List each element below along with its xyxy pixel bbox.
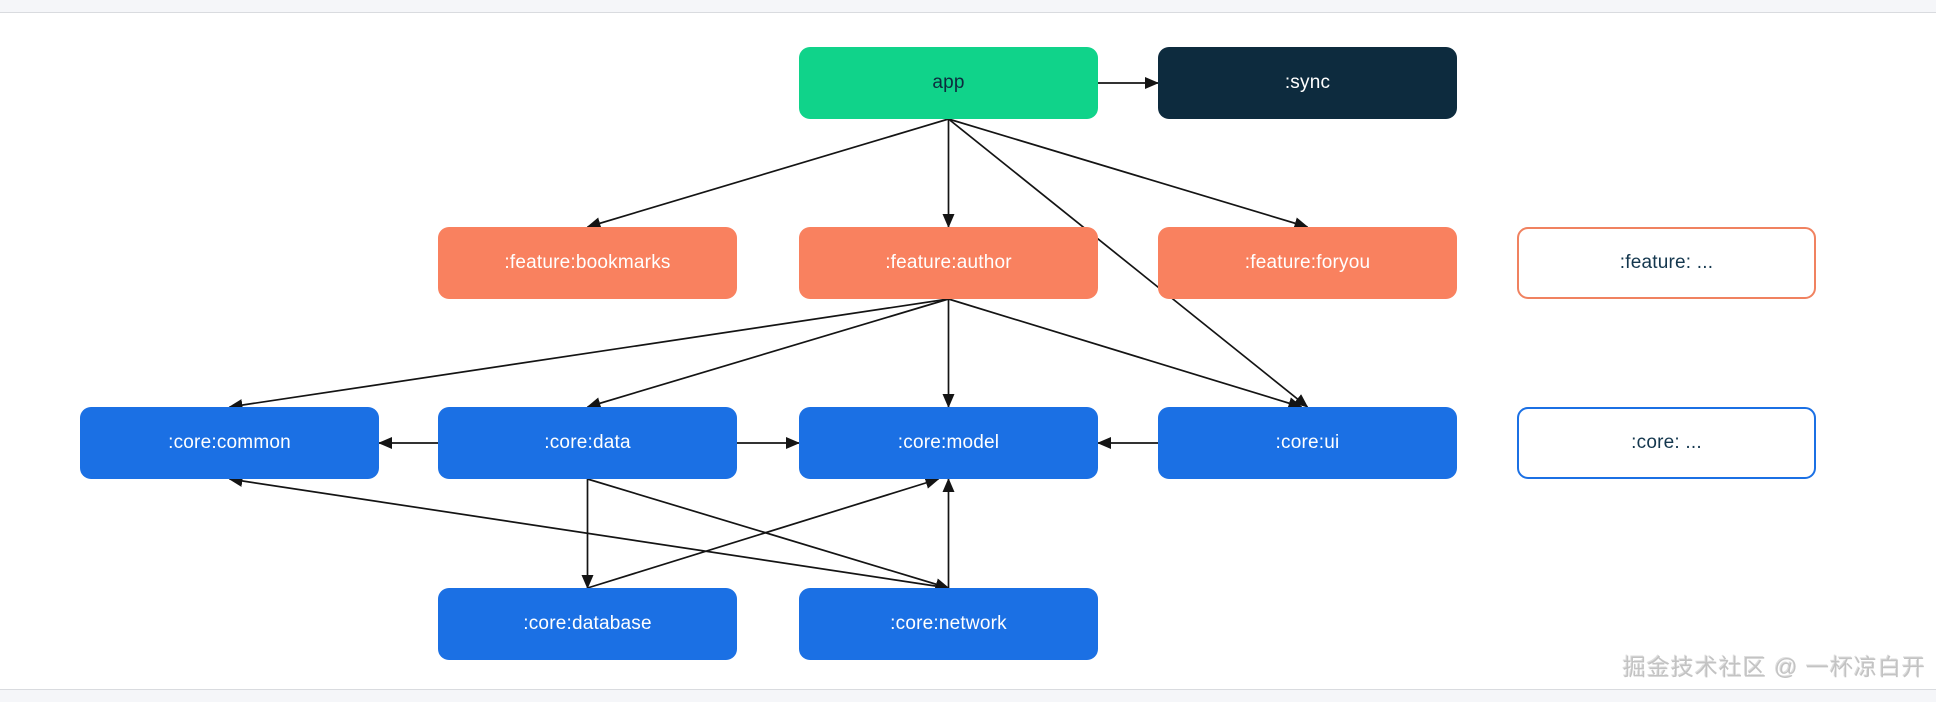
edge-feature_author-to-core_data <box>586 298 949 410</box>
node-app-label: app <box>932 72 965 93</box>
node-feature-more: :feature: ... <box>1517 227 1816 299</box>
node-feature-foryou-label: :feature:foryou <box>1244 252 1371 273</box>
node-core-data: :core:data <box>438 407 737 479</box>
watermark: 掘金技术社区 @ 一杯凉白开 <box>1622 654 1926 680</box>
node-core-ui-label: :core:ui <box>1275 432 1340 453</box>
page-bottom-bar <box>0 689 1936 702</box>
edge-feature_author-to-core_common <box>228 298 949 412</box>
node-core-common: :core:common <box>80 407 379 479</box>
node-feature-bookmarks-label: :feature:bookmarks <box>504 252 671 273</box>
node-core-more: :core: ... <box>1517 407 1816 479</box>
node-core-database: :core:database <box>438 588 737 660</box>
node-feature-author: :feature:author <box>799 227 1098 299</box>
node-core-model: :core:model <box>799 407 1098 479</box>
edge-core_data-to-core_network <box>587 478 950 590</box>
page-top-bar <box>0 0 1936 13</box>
edge-app-to-core_ui <box>947 118 1309 408</box>
node-feature-more-label: :feature: ... <box>1619 252 1714 273</box>
node-core-common-label: :core:common <box>168 432 291 453</box>
edge-core_network-to-core_common <box>228 475 949 589</box>
node-core-data-label: :core:data <box>544 432 631 453</box>
node-core-model-label: :core:model <box>897 432 1000 453</box>
node-core-network: :core:network <box>799 588 1098 660</box>
edge-core_database-to-core_model <box>587 477 940 589</box>
edge-feature_author-to-core_ui <box>948 298 1303 409</box>
node-sync-label: :sync <box>1284 72 1331 93</box>
node-sync: :sync <box>1158 47 1457 119</box>
node-core-more-label: :core: ... <box>1631 432 1702 453</box>
node-core-network-label: :core:network <box>890 613 1007 634</box>
node-core-ui: :core:ui <box>1158 407 1457 479</box>
edge-app-to-feature_foryou <box>948 118 1309 230</box>
node-feature-author-label: :feature:author <box>885 252 1012 273</box>
node-app: app <box>799 47 1098 119</box>
node-feature-foryou: :feature:foryou <box>1158 227 1457 299</box>
node-core-database-label: :core:database <box>523 613 652 634</box>
node-feature-bookmarks: :feature:bookmarks <box>438 227 737 299</box>
edge-app-to-feature_bookmarks <box>586 118 949 230</box>
